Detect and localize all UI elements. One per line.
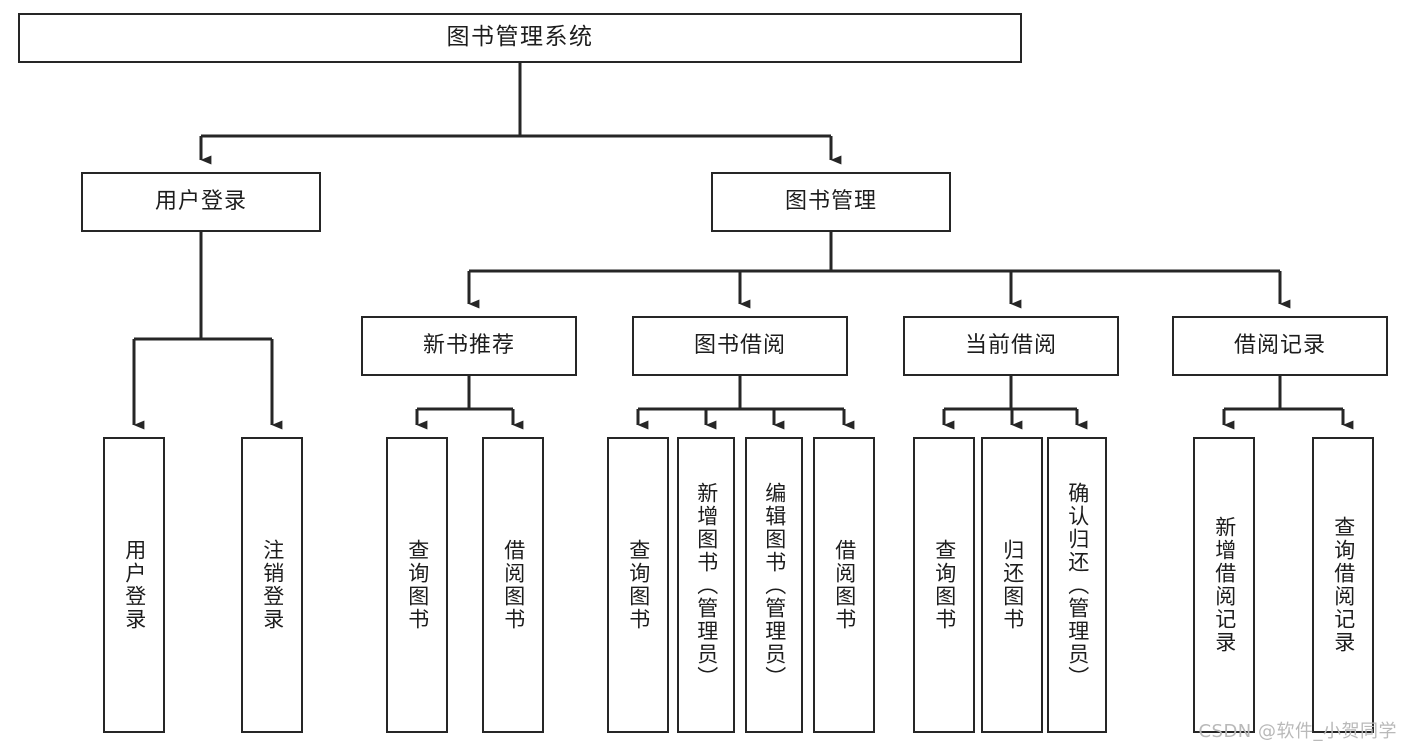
node-book-manage[interactable]: 图书管理 xyxy=(711,172,951,232)
node-leaf-user-login[interactable]: 用户登录 xyxy=(103,437,165,733)
node-leaf-return-book-label: 归还图书 xyxy=(1000,539,1025,631)
node-user-login[interactable]: 用户登录 xyxy=(81,172,321,232)
node-book-borrow-label: 图书借阅 xyxy=(693,332,786,358)
node-new-book-recommend-label: 新书推荐 xyxy=(422,332,515,358)
node-leaf-user-logout-label: 注销登录 xyxy=(260,539,285,631)
node-leaf-user-logout[interactable]: 注销登录 xyxy=(241,437,303,733)
node-leaf-edit-book-admin-label: 编辑图书（管理员） xyxy=(762,481,787,689)
node-leaf-borrow-book-1[interactable]: 借阅图书 xyxy=(482,437,544,733)
node-borrow-record-label: 借阅记录 xyxy=(1233,332,1326,358)
node-leaf-add-book-admin[interactable]: 新增图书（管理员） xyxy=(677,437,735,733)
node-leaf-query-book-3[interactable]: 查询图书 xyxy=(913,437,975,733)
node-root-label: 图书管理系统 xyxy=(446,24,594,51)
node-leaf-confirm-return-admin-label: 确认归还（管理员） xyxy=(1065,481,1090,689)
node-leaf-edit-book-admin[interactable]: 编辑图书（管理员） xyxy=(745,437,803,733)
node-current-borrow-label: 当前借阅 xyxy=(964,332,1057,358)
node-user-login-label: 用户登录 xyxy=(154,188,247,214)
node-leaf-borrow-book-2-label: 借阅图书 xyxy=(832,539,857,631)
node-leaf-confirm-return-admin[interactable]: 确认归还（管理员） xyxy=(1047,437,1107,733)
node-leaf-query-book-2-label: 查询图书 xyxy=(626,539,651,631)
node-leaf-query-borrow-record-label: 查询借阅记录 xyxy=(1331,516,1356,654)
node-leaf-query-borrow-record[interactable]: 查询借阅记录 xyxy=(1312,437,1374,733)
node-root[interactable]: 图书管理系统 xyxy=(18,13,1022,63)
node-leaf-user-login-label: 用户登录 xyxy=(122,539,147,631)
node-leaf-add-borrow-record-label: 新增借阅记录 xyxy=(1212,516,1237,654)
node-current-borrow[interactable]: 当前借阅 xyxy=(903,316,1119,376)
node-leaf-query-book-2[interactable]: 查询图书 xyxy=(607,437,669,733)
node-leaf-borrow-book-1-label: 借阅图书 xyxy=(501,539,526,631)
node-new-book-recommend[interactable]: 新书推荐 xyxy=(361,316,577,376)
node-leaf-add-borrow-record[interactable]: 新增借阅记录 xyxy=(1193,437,1255,733)
node-borrow-record[interactable]: 借阅记录 xyxy=(1172,316,1388,376)
node-book-manage-label: 图书管理 xyxy=(784,188,877,214)
node-leaf-query-book-1-label: 查询图书 xyxy=(405,539,430,631)
node-leaf-add-book-admin-label: 新增图书（管理员） xyxy=(694,481,719,689)
node-leaf-return-book[interactable]: 归还图书 xyxy=(981,437,1043,733)
node-leaf-borrow-book-2[interactable]: 借阅图书 xyxy=(813,437,875,733)
node-leaf-query-book-3-label: 查询图书 xyxy=(932,539,957,631)
node-book-borrow[interactable]: 图书借阅 xyxy=(632,316,848,376)
node-leaf-query-book-1[interactable]: 查询图书 xyxy=(386,437,448,733)
